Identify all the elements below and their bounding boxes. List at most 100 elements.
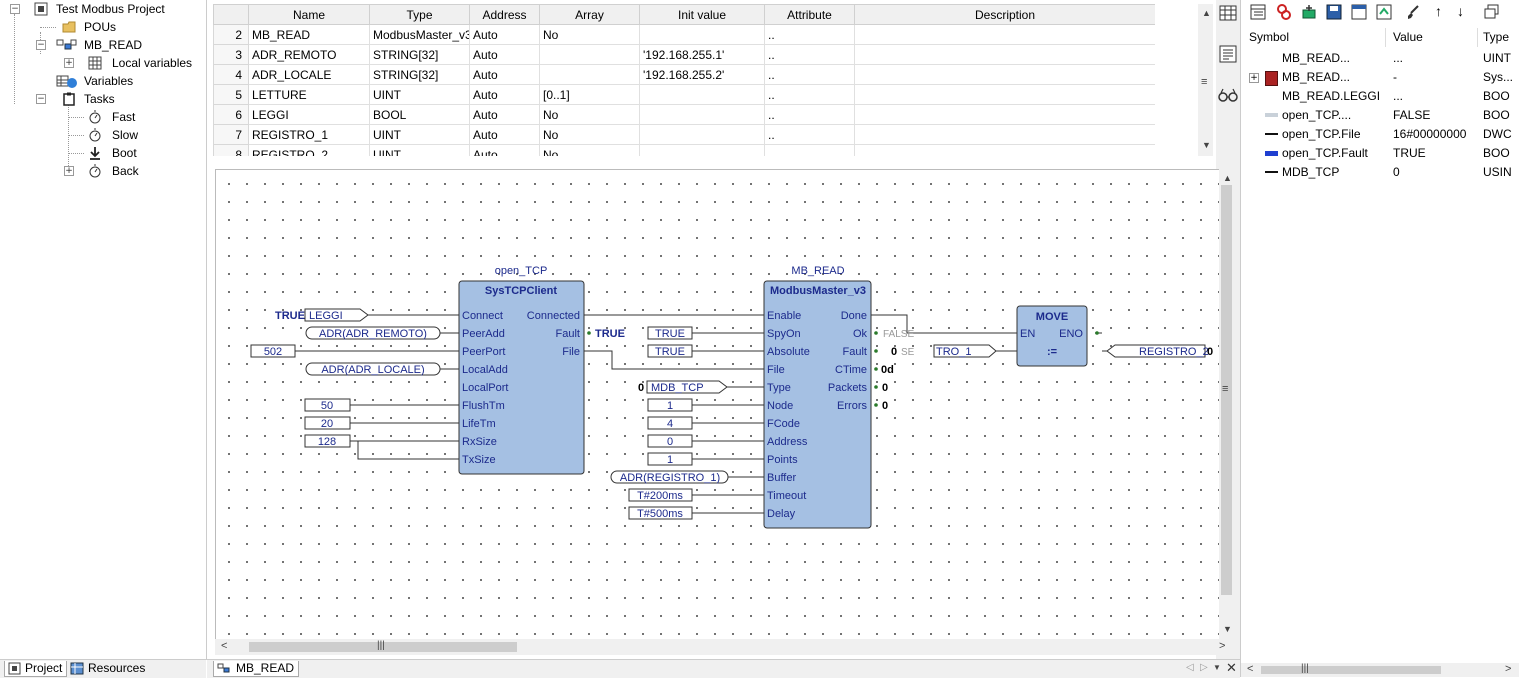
restore-window-icon[interactable] — [1484, 4, 1500, 20]
fcode-constant[interactable] — [647, 416, 693, 430]
var-name[interactable]: LEGGI — [248, 104, 370, 125]
row-number[interactable]: 2 — [213, 24, 249, 45]
scroll-right-icon[interactable]: > — [1219, 640, 1226, 652]
points-constant[interactable] — [647, 452, 693, 466]
var-description[interactable] — [854, 64, 1155, 85]
scroll-left-icon[interactable]: < — [221, 640, 228, 652]
var-attribute[interactable]: .. — [764, 124, 855, 145]
col-header-type[interactable]: Type — [1483, 30, 1510, 44]
var-name[interactable]: REGISTRO_1 — [248, 124, 370, 145]
move-up-icon[interactable]: ↑ — [1435, 3, 1442, 19]
adr-locale-expression[interactable] — [305, 362, 441, 376]
scroll-thumb[interactable] — [1261, 666, 1441, 674]
row-number[interactable]: 4 — [213, 64, 249, 85]
tree-item-variables[interactable]: Variables — [0, 72, 200, 90]
tab-close-icon[interactable]: ✕ — [1226, 660, 1237, 675]
address-constant[interactable] — [647, 434, 693, 448]
col-header-attribute[interactable]: Attribute — [764, 4, 855, 25]
scroll-down-icon[interactable]: ▼ — [1202, 140, 1211, 150]
var-attribute[interactable]: .. — [764, 144, 855, 156]
expand-icon[interactable]: + — [64, 166, 74, 176]
col-header-name[interactable]: Name — [248, 4, 370, 25]
var-array[interactable]: No — [539, 124, 640, 145]
var-name[interactable]: LETTURE — [248, 84, 370, 105]
scroll-up-icon[interactable]: ▲ — [1223, 173, 1232, 183]
modbus-inputs[interactable]: TRUE TRUE 0 MDB_TCP 1 4 0 1 ADR(REGISTRO… — [610, 326, 729, 520]
var-address[interactable]: Auto — [469, 104, 540, 125]
collapse-icon[interactable]: − — [36, 40, 46, 50]
var-array[interactable] — [539, 64, 640, 85]
window-icon[interactable] — [1351, 4, 1367, 20]
var-name[interactable]: REGISTRO_2 — [248, 144, 370, 156]
move-block[interactable]: MOVE EN ENO := — [1016, 305, 1088, 367]
var-address[interactable]: Auto — [469, 24, 540, 45]
watch-row[interactable]: MB_READ.LEGGI...BOO — [1245, 87, 1519, 106]
var-address[interactable]: Auto — [469, 84, 540, 105]
tree-item-slow[interactable]: Slow — [0, 126, 200, 144]
expand-icon[interactable]: + — [1249, 73, 1259, 83]
tree-item-pous[interactable]: POUs — [0, 18, 200, 36]
registro-1-variable[interactable] — [933, 344, 997, 358]
diagram-vscrollbar[interactable]: ▲ ≡ ▼ — [1219, 169, 1234, 639]
col-header-description[interactable]: Description — [854, 4, 1155, 25]
col-header-type[interactable]: Type — [369, 4, 470, 25]
tree-item-back[interactable]: + Back — [0, 162, 200, 180]
var-init-value[interactable]: '192.168.255.1' — [639, 44, 765, 65]
col-header-address[interactable]: Address — [469, 4, 540, 25]
var-description[interactable] — [854, 24, 1155, 45]
watch-row[interactable]: +MB_READ...-Sys... — [1245, 68, 1519, 87]
remove-watch-icon[interactable] — [1276, 3, 1292, 21]
tab-prev-icon[interactable]: ◁ — [1186, 662, 1194, 673]
var-array[interactable]: [0..1] — [539, 84, 640, 105]
tree-item-project[interactable]: − Test Modbus Project — [0, 0, 200, 18]
var-attribute[interactable]: .. — [764, 84, 855, 105]
tree-item-tasks[interactable]: − Tasks — [0, 90, 200, 108]
modbus-master-block[interactable]: MB_READ ModbusMaster_v3 Enable SpyOn Abs… — [763, 265, 872, 529]
move-down-icon[interactable]: ↓ — [1457, 3, 1464, 19]
var-name[interactable]: ADR_REMOTO — [248, 44, 370, 65]
var-init-value[interactable] — [639, 24, 765, 45]
scroll-right-icon[interactable]: > — [1505, 663, 1512, 675]
table-scrollbar[interactable]: ▲ ≡ ▼ — [1198, 4, 1213, 156]
var-address[interactable]: Auto — [469, 144, 540, 156]
var-type[interactable]: UINT — [369, 124, 470, 145]
registro-2-variable[interactable] — [1106, 344, 1206, 358]
tab-project[interactable]: Project — [4, 661, 68, 677]
watch-list-icon[interactable] — [1250, 4, 1266, 20]
col-header-value[interactable]: Value — [1393, 30, 1423, 44]
var-type[interactable]: STRING[32] — [369, 44, 470, 65]
scroll-down-icon[interactable]: ▼ — [1223, 624, 1232, 634]
port-constant[interactable] — [250, 344, 296, 358]
tree-item-mb-read[interactable]: − MB_READ — [0, 36, 200, 54]
var-type[interactable]: STRING[32] — [369, 64, 470, 85]
tab-list-icon[interactable]: ▼ — [1213, 663, 1221, 672]
var-address[interactable]: Auto — [469, 124, 540, 145]
life-constant[interactable] — [304, 416, 351, 430]
refresh-window-icon[interactable] — [1376, 4, 1392, 20]
scroll-thumb[interactable] — [1221, 185, 1232, 595]
var-attribute[interactable]: .. — [764, 24, 855, 45]
rx-constant[interactable] — [304, 434, 351, 448]
collapse-icon[interactable]: − — [10, 4, 20, 14]
var-description[interactable] — [854, 84, 1155, 105]
var-array[interactable]: No — [539, 24, 640, 45]
tree-item-boot[interactable]: Boot — [0, 144, 200, 162]
mdb-tcp-variable[interactable] — [646, 380, 728, 394]
tab-mb-read[interactable]: MB_READ — [213, 661, 300, 677]
var-attribute[interactable]: .. — [764, 64, 855, 85]
leggi-variable[interactable] — [304, 308, 369, 322]
grid-view-icon[interactable] — [1219, 5, 1237, 21]
row-number[interactable]: 5 — [213, 84, 249, 105]
tree-item-local-variables[interactable]: + Local variables — [0, 54, 200, 72]
collapse-icon[interactable]: − — [36, 94, 46, 104]
var-init-value[interactable] — [639, 104, 765, 125]
var-type[interactable]: UINT — [369, 84, 470, 105]
var-array[interactable] — [539, 44, 640, 65]
